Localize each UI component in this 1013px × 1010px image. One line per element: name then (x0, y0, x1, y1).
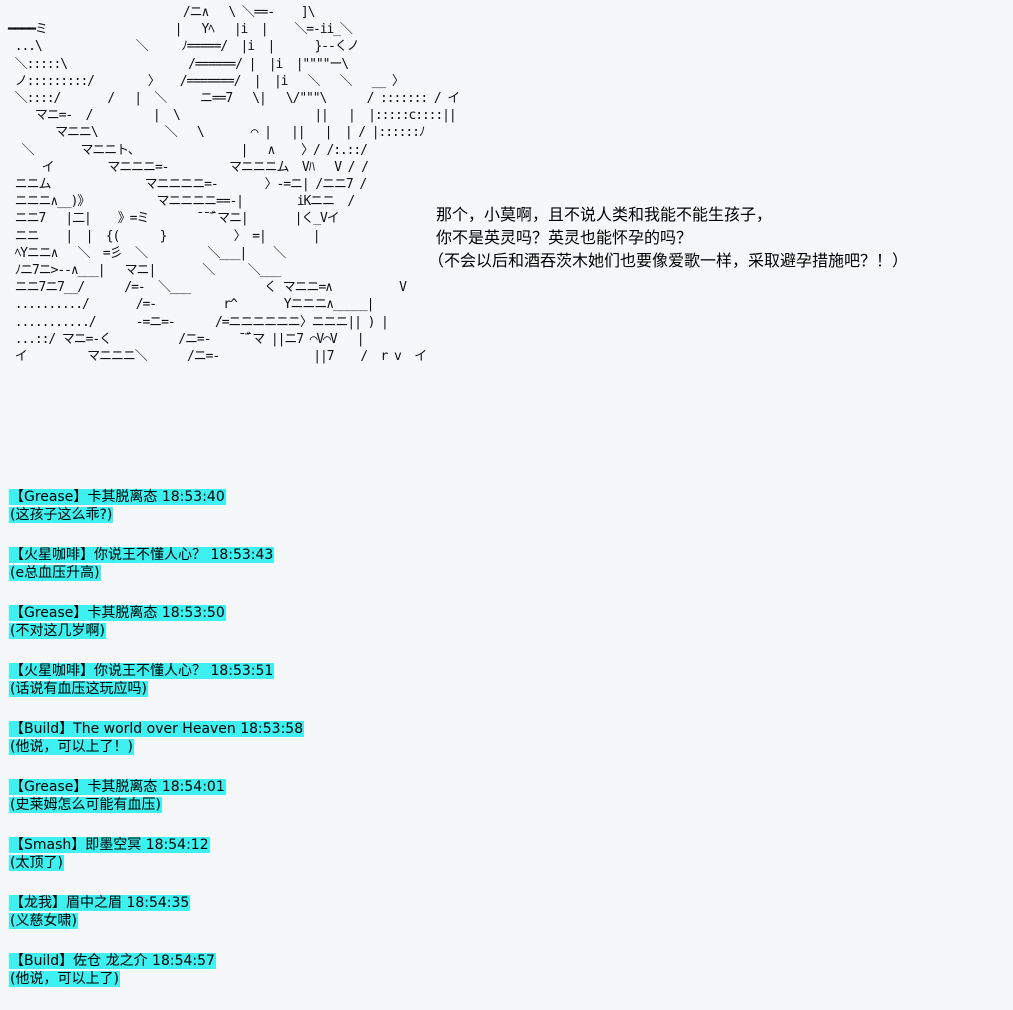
chat-message: 【火星咖啡】你说王不懂人心？ 18:53:43 (e总血压升高) (9, 546, 609, 604)
ascii-art-illustration: /ニ∧ \ ＼==- ]\ ━━━━ミ | Yﾍ |i | ＼=-ii_＼ ..… (8, 5, 460, 365)
chat-message-body: (史莱姆怎么可能有血压) (9, 797, 162, 813)
chat-message: 【Grease】卡其脱离态 18:53:50 (不对这几岁啊) (9, 604, 609, 662)
chat-message-header: 【火星咖啡】你说王不懂人心？ 18:53:51 (9, 663, 275, 679)
chat-message: 【Smash】即墨空冥 18:54:12 (太顶了) (9, 836, 609, 894)
chat-message: 【火星咖啡】你说王不懂人心？ 18:53:51 (话说有血压这玩应吗) (9, 662, 609, 720)
chat-message-body: (他说，可以上了) (9, 971, 120, 987)
chat-message-body: (e总血压升高) (9, 565, 101, 581)
chat-message-header: 【龙我】眉中之眉 18:54:35 (9, 895, 191, 911)
dialogue-line: （不会以后和酒吞茨木她们也要像爱歌一样，采取避孕措施吧？！） (428, 251, 909, 270)
dialogue-line: 那个，小莫啊，且不说人类和我能不能生孩子， (436, 205, 773, 224)
chat-log: 【Grease】卡其脱离态 18:53:40 (这孩子这么乖?) 【火星咖啡】你… (9, 488, 609, 1010)
chat-message: 【龙我】眉中之眉 18:54:35 (义慈女啸) (9, 894, 609, 952)
chat-message-header: 【Build】佐仓 龙之介 18:54:57 (9, 953, 216, 969)
chat-message-body: (太顶了) (9, 855, 64, 871)
chat-message-header: 【Smash】即墨空冥 18:54:12 (9, 837, 210, 853)
dialogue-block: 那个，小莫啊，且不说人类和我能不能生孩子， 你不是英灵吗？英灵也能怀孕的吗？ （… (428, 203, 908, 272)
chat-message-header: 【Grease】卡其脱离态 18:53:40 (9, 489, 226, 505)
chat-message-body: (这孩子这么乖?) (9, 507, 114, 523)
chat-message-body: (义慈女啸) (9, 913, 78, 929)
chat-message-body: (话说有血压这玩应吗) (9, 681, 148, 697)
chat-message: 【Build】佐仓 龙之介 18:54:57 (他说，可以上了) (9, 952, 609, 1010)
chat-message-header: 【Grease】卡其脱离态 18:53:50 (9, 605, 226, 621)
chat-message: 【Build】The world over Heaven 18:53:58 (他… (9, 720, 609, 778)
chat-message-header: 【Grease】卡其脱离态 18:54:01 (9, 779, 226, 795)
chat-message: 【Grease】卡其脱离态 18:53:40 (这孩子这么乖?) (9, 488, 609, 546)
dialogue-line: 你不是英灵吗？英灵也能怀孕的吗？ (436, 228, 693, 247)
chat-message-body: (他说，可以上了！) (9, 739, 134, 755)
chat-message-body: (不对这几岁啊) (9, 623, 106, 639)
chat-message-header: 【Build】The world over Heaven 18:53:58 (9, 721, 305, 737)
chat-message: 【Grease】卡其脱离态 18:54:01 (史莱姆怎么可能有血压) (9, 778, 609, 836)
chat-message-header: 【火星咖啡】你说王不懂人心？ 18:53:43 (9, 547, 275, 563)
